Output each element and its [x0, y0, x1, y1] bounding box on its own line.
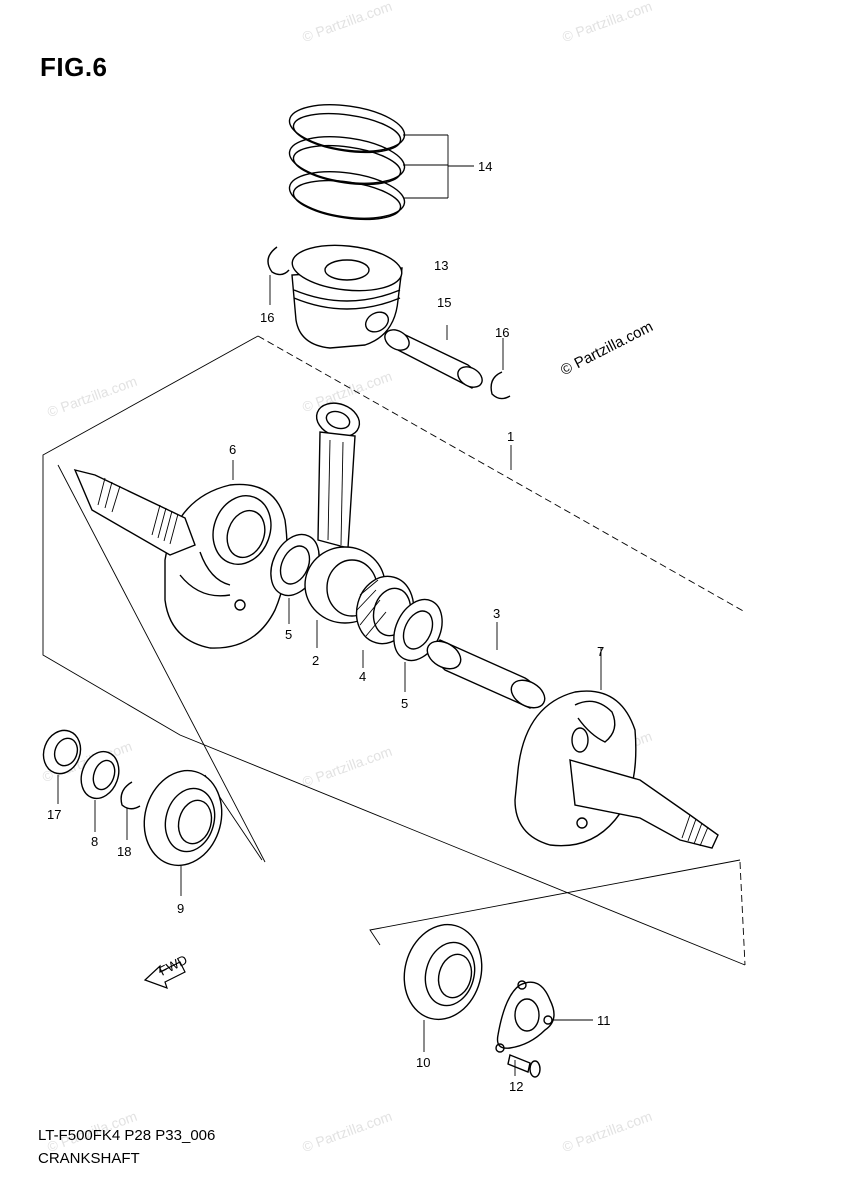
callout-7: 7	[597, 644, 604, 659]
right-shaft	[569, 759, 719, 849]
model-code: LT-F500FK4 P28 P33_006	[38, 1127, 216, 1144]
callout-10: 10	[416, 1055, 430, 1070]
bearing	[80, 750, 120, 800]
left-shaft	[73, 468, 196, 556]
callout-4: 4	[359, 669, 366, 684]
callout-13: 13	[434, 258, 448, 273]
circlip	[267, 246, 290, 276]
callout-18: 18	[117, 844, 131, 859]
connecting-rod	[304, 402, 386, 624]
circlip	[120, 781, 141, 810]
assembly-outline-inner	[57, 464, 266, 863]
crank-pin	[426, 639, 546, 709]
assembly-outline-dashed	[257, 335, 746, 613]
sub-outline	[369, 859, 741, 946]
callout-2: 2	[312, 653, 319, 668]
leader-lines-14	[403, 134, 474, 199]
figure-title: FIG.6	[40, 52, 108, 82]
assembly-outline	[42, 335, 746, 966]
callout-9: 9	[177, 901, 184, 916]
diagram-name: CRANKSHAFT	[38, 1150, 140, 1167]
callout-3: 3	[493, 606, 500, 621]
callout-12: 12	[509, 1079, 523, 1094]
bearing-retainer	[495, 980, 555, 1053]
left-crank-wheel	[164, 483, 288, 649]
circlip	[490, 371, 511, 400]
callout-11: 11	[597, 1013, 611, 1028]
callout-1: 1	[507, 429, 514, 444]
callout-5: 5	[285, 627, 292, 642]
oil-seal	[42, 729, 82, 775]
main-bearing-right	[403, 923, 483, 1021]
leader-lines	[57, 275, 602, 1076]
callout-16: 16	[495, 325, 509, 340]
main-bearing-left	[143, 769, 223, 867]
callout-16: 16	[260, 310, 274, 325]
piston-rings	[288, 104, 406, 221]
callout-15: 15	[437, 295, 451, 310]
piston	[291, 244, 403, 349]
callout-17: 17	[47, 807, 61, 822]
sub-outline-dashed	[739, 861, 746, 966]
callout-14: 14	[478, 159, 492, 174]
fwd-arrow-icon: FWD	[143, 952, 190, 989]
callout-8: 8	[91, 834, 98, 849]
screw	[507, 1054, 541, 1078]
callout-5: 5	[401, 696, 408, 711]
piston-pin	[384, 329, 483, 389]
callout-6: 6	[229, 442, 236, 457]
